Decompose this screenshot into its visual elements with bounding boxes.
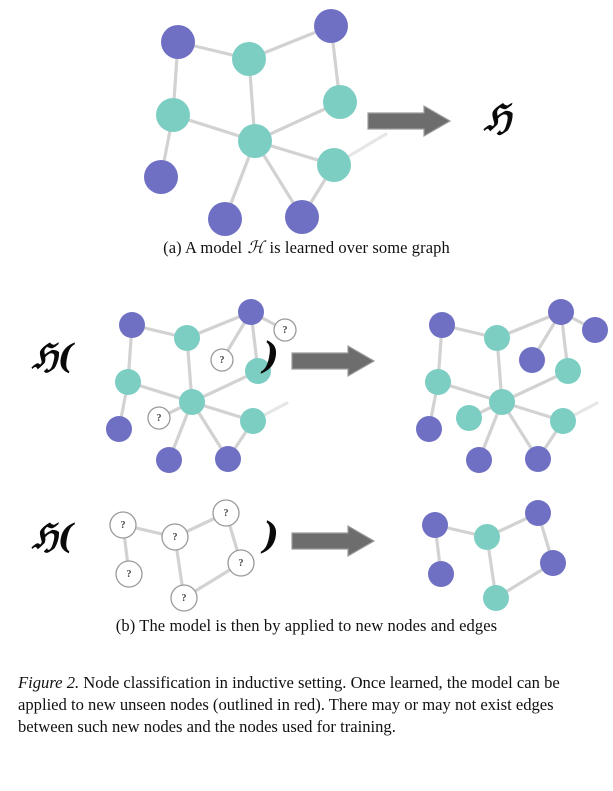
- graph-node-teal: [179, 389, 205, 415]
- graph-node-unknown: [273, 318, 297, 342]
- unknown-nodes-graph-svg: ???: [106, 299, 297, 473]
- all-unknown-graph-container: ??????: [98, 493, 258, 612]
- figure-caption: Figure 2. Node classification in inducti…: [18, 672, 596, 739]
- graph-node-teal: [484, 325, 510, 351]
- graph-node-purple: [161, 25, 195, 59]
- graph-node-purple: [540, 550, 566, 576]
- graph-node-label: ?: [157, 413, 162, 424]
- graph-node-label: ?: [283, 325, 288, 336]
- subcaption-b: (b) The model is then by applied to new …: [115, 616, 498, 635]
- graph-node-purple: [208, 202, 242, 236]
- graph-node-unknown: [212, 499, 240, 527]
- graph-node-teal: [156, 98, 190, 132]
- training-graph-svg: [144, 9, 388, 236]
- graph-node-unknown: [109, 511, 137, 539]
- graph-node-purple: [466, 447, 492, 473]
- graph-node-teal: [489, 389, 515, 415]
- graph-node-purple: [422, 512, 448, 538]
- graph-node-label: ?: [121, 520, 126, 531]
- graph-node-label: ?: [182, 593, 187, 604]
- panel-b-row-2: ℌ( ?????? ): [0, 488, 613, 612]
- graph-node-purple: [519, 347, 545, 373]
- graph-node-purple: [314, 9, 348, 43]
- graph-node-teal: [474, 524, 500, 550]
- graph-node-purple: [525, 500, 551, 526]
- operator-close-paren-row1: ): [262, 335, 280, 377]
- graph-node-purple: [144, 160, 178, 194]
- graph-node-teal: [456, 405, 482, 431]
- graph-node-purple: [582, 317, 608, 343]
- operator-h-open-row2: ℌ(: [32, 517, 74, 557]
- graph-node-purple: [238, 299, 264, 325]
- right-arrow-icon: [291, 524, 376, 558]
- panel-a: ℌ: [0, 2, 613, 236]
- figure-caption-text: Node classification in inductive setting…: [18, 673, 560, 737]
- graph-node-teal: [238, 124, 272, 158]
- panel-b-row-1: ℌ( ??? ): [0, 288, 613, 473]
- graph-node-label: ?: [127, 569, 132, 580]
- unknown-nodes-graph-container: ???: [88, 298, 297, 473]
- graph-node-teal: [483, 585, 509, 611]
- graph-node-label: ?: [224, 508, 229, 519]
- all-classified-graph-svg: [422, 500, 566, 611]
- graph-node-unknown: [147, 406, 171, 430]
- graph-node-teal: [555, 358, 581, 384]
- subcaption-a-symbol: ℋ: [247, 238, 265, 258]
- graph-node-unknown: [115, 560, 143, 588]
- all-classified-graph-container: [410, 493, 570, 611]
- graph-node-purple: [525, 446, 551, 472]
- graph-node-unknown: [210, 348, 234, 372]
- graph-node-unknown: [161, 523, 189, 551]
- operator-h-open-row1: ℌ(: [32, 337, 74, 377]
- graph-node-purple: [106, 416, 132, 442]
- graph-node-purple: [429, 312, 455, 338]
- graph-node-teal: [174, 325, 200, 351]
- subcaption-a-suffix: is learned over some graph: [265, 238, 450, 257]
- operator-close-paren-row2: ): [262, 515, 280, 557]
- right-arrow-icon: [367, 104, 452, 138]
- classified-nodes-graph-container: [398, 298, 608, 473]
- graph-node-purple: [548, 299, 574, 325]
- graph-node-teal: [425, 369, 451, 395]
- graph-node-label: ?: [173, 532, 178, 543]
- training-graph-container: [128, 2, 388, 236]
- classified-nodes-graph-svg: [416, 299, 608, 473]
- graph-node-teal: [240, 408, 266, 434]
- graph-node-teal: [317, 148, 351, 182]
- graph-node-purple: [416, 416, 442, 442]
- graph-node-teal: [323, 85, 357, 119]
- graph-node-label: ?: [239, 558, 244, 569]
- subcaption-a-prefix: (a) A model: [163, 238, 247, 257]
- graph-node-teal: [245, 358, 271, 384]
- all-unknown-graph-svg: ??????: [109, 499, 255, 612]
- graph-node-unknown: [227, 549, 255, 577]
- graph-node-purple: [285, 200, 319, 234]
- graph-node-purple: [215, 446, 241, 472]
- right-arrow-icon: [291, 344, 376, 378]
- subcaption-a: (a) A model ℋ is learned over some graph: [0, 238, 613, 258]
- graph-node-teal: [550, 408, 576, 434]
- graph-node-label: ?: [220, 355, 225, 366]
- graph-node-purple: [428, 561, 454, 587]
- graph-node-teal: [115, 369, 141, 395]
- figure-label: Figure 2.: [18, 673, 80, 692]
- graph-node-unknown: [170, 584, 198, 612]
- graph-node-purple: [119, 312, 145, 338]
- graph-node-teal: [232, 42, 266, 76]
- model-symbol-h: ℌ: [484, 97, 512, 139]
- graph-node-purple: [156, 447, 182, 473]
